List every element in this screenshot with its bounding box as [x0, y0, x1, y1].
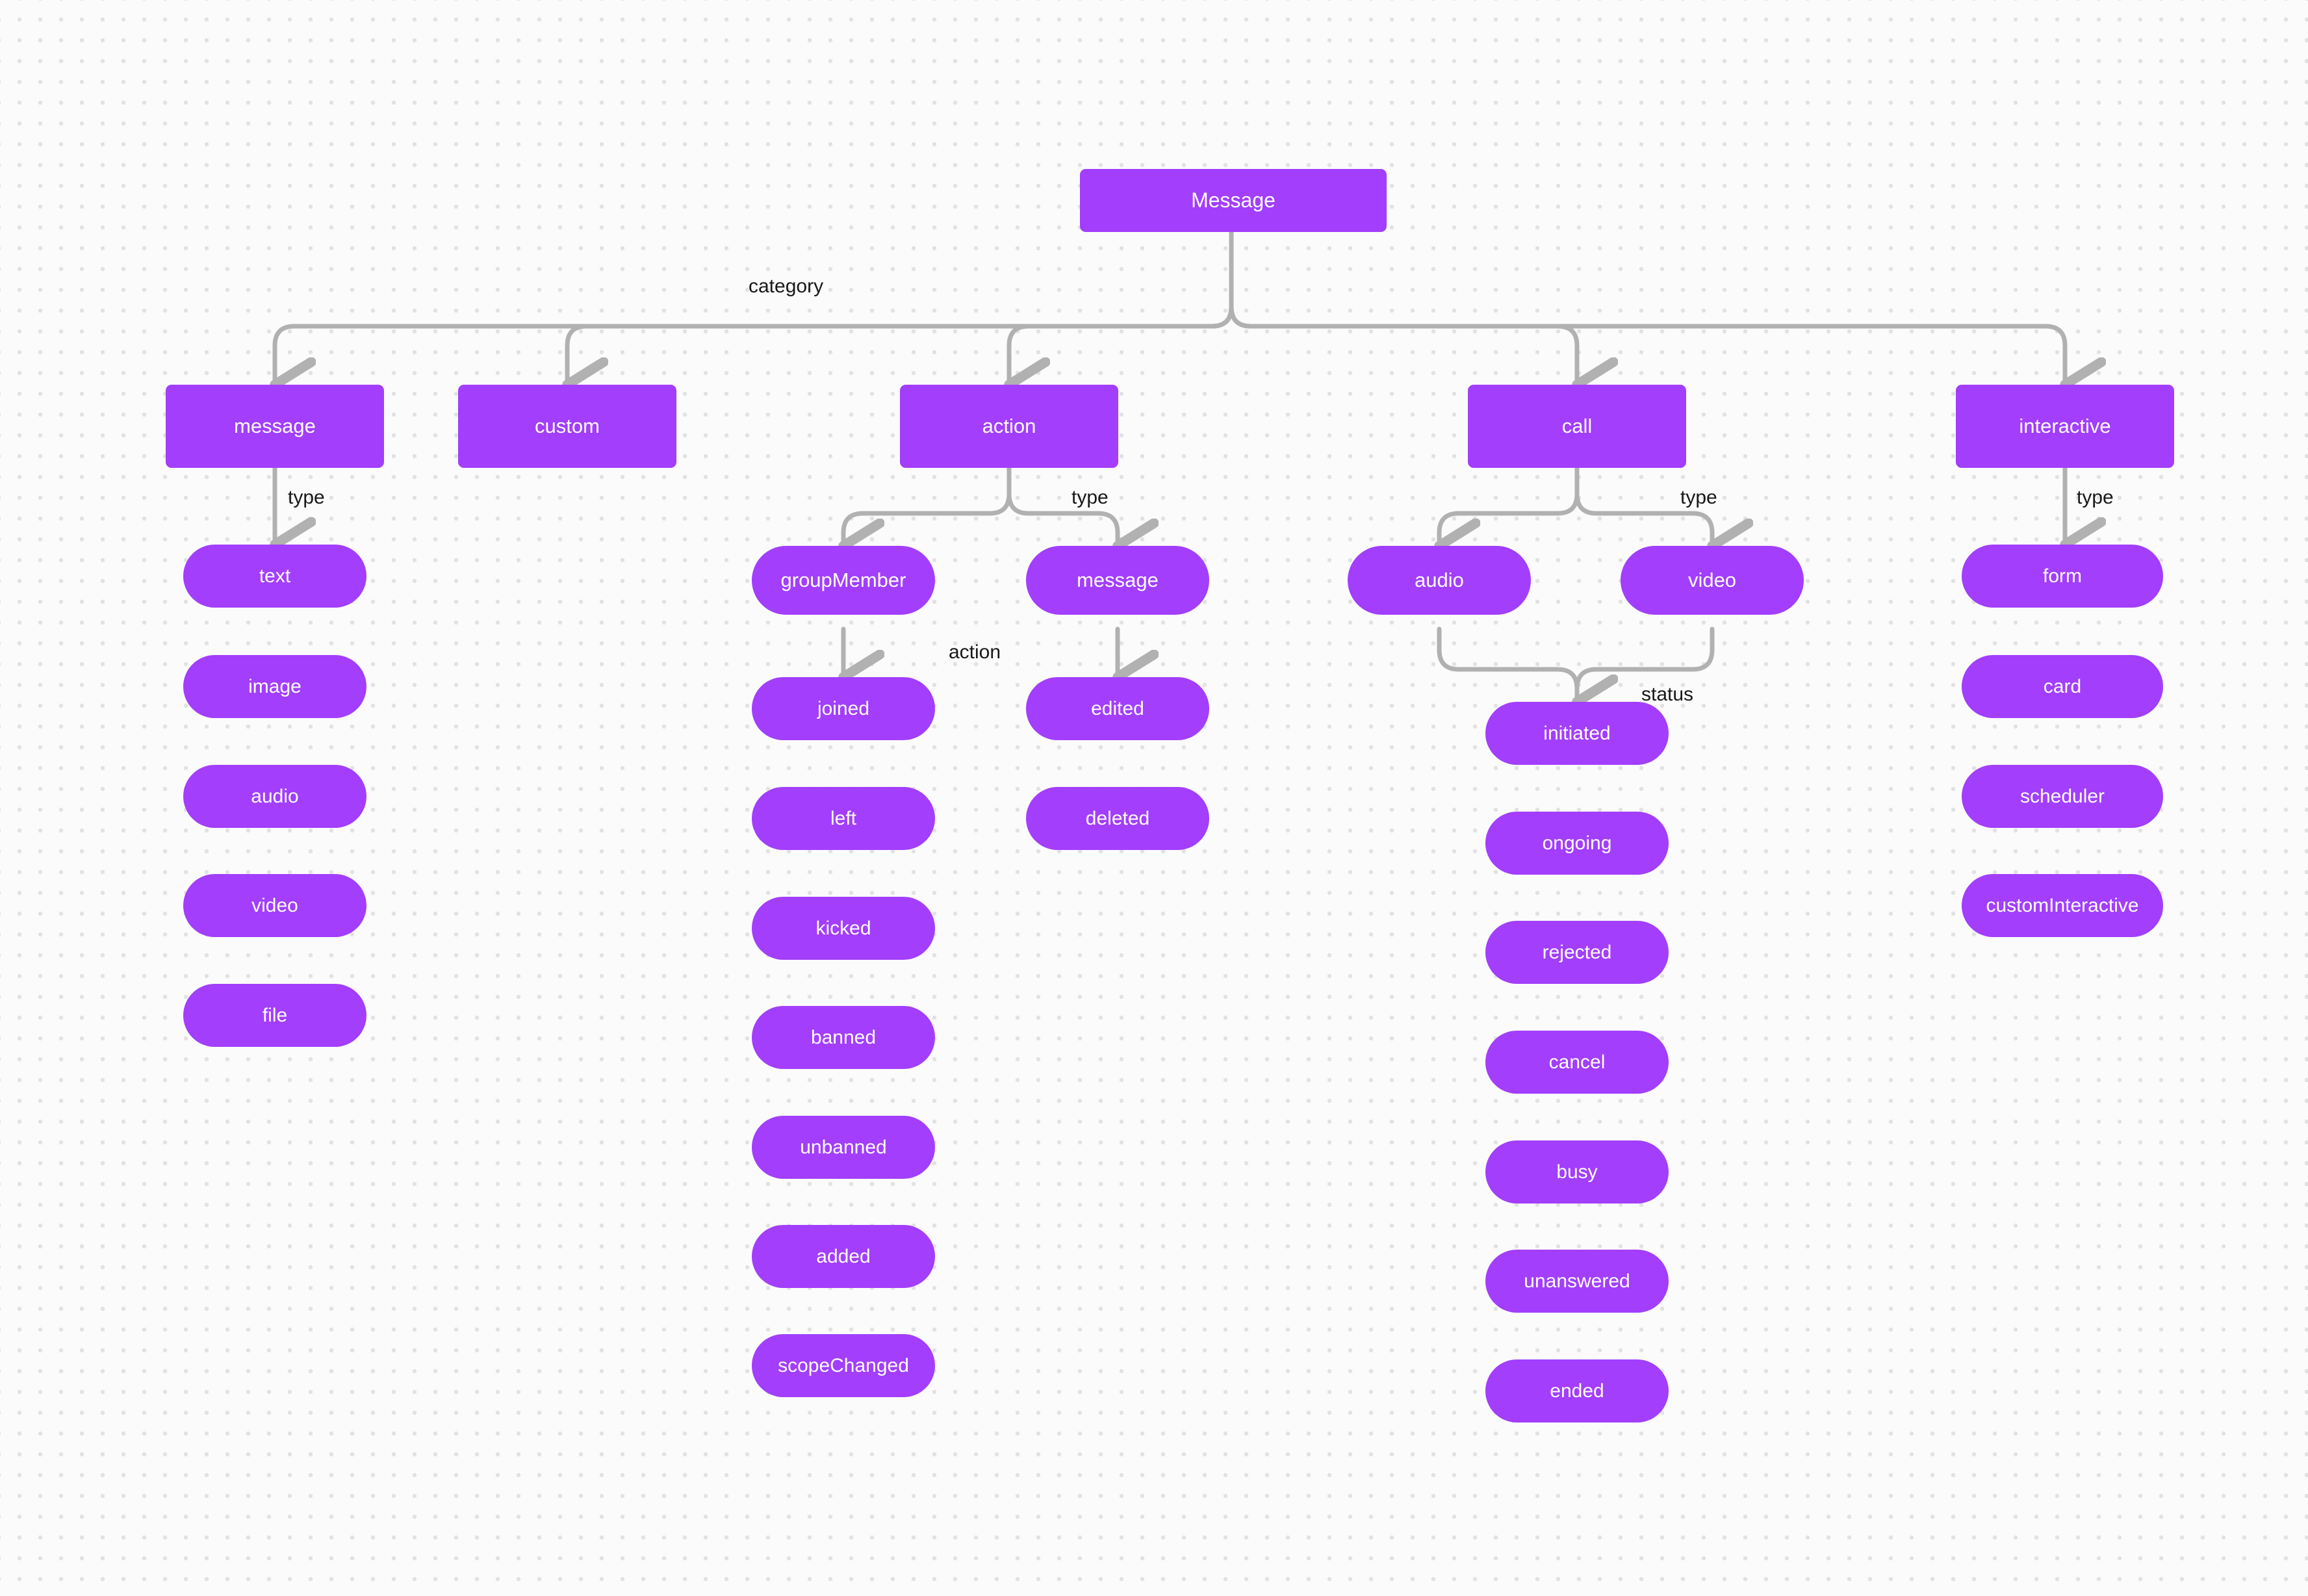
node-groupmember-action-left[interactable]: left [752, 787, 935, 850]
edge-label-type-message: type [288, 487, 325, 508]
edge-call-audio [1439, 465, 1580, 546]
node-call-type-audio[interactable]: audio [1348, 546, 1531, 615]
node-groupmember-action-kicked[interactable]: kicked [752, 897, 935, 960]
node-call-status-cancel[interactable]: cancel [1485, 1031, 1669, 1094]
node-call-status-ended[interactable]: ended [1485, 1359, 1669, 1422]
edge-root-custom [567, 229, 1234, 385]
edge-root-message [275, 229, 1234, 385]
node-message-action-deleted[interactable]: deleted [1026, 787, 1209, 850]
node-groupmember-action-banned[interactable]: banned [752, 1006, 935, 1069]
node-message-type-file[interactable]: file [183, 984, 366, 1047]
edge-root-action [1009, 229, 1234, 385]
node-message-type-audio[interactable]: audio [183, 765, 366, 828]
node-category-message[interactable]: message [166, 385, 384, 468]
node-message-type-image[interactable]: image [183, 655, 366, 718]
edge-label-category: category [749, 276, 824, 297]
node-message-action-edited[interactable]: edited [1026, 677, 1209, 740]
edge-label-type-call: type [1680, 487, 1717, 508]
node-groupmember-action-unbanned[interactable]: unbanned [752, 1116, 935, 1179]
node-call-status-ongoing[interactable]: ongoing [1485, 812, 1669, 875]
edge-audio-initiated [1437, 626, 1577, 702]
node-category-custom[interactable]: custom [458, 385, 676, 468]
node-message-type-text[interactable]: text [183, 545, 366, 608]
edge-action-groupmember [843, 465, 1012, 546]
node-groupmember-action-scopechanged[interactable]: scopeChanged [752, 1334, 935, 1397]
node-action-type-groupmember[interactable]: groupMember [752, 546, 935, 615]
node-groupmember-action-joined[interactable]: joined [752, 677, 935, 740]
edge-label-status: status [1641, 684, 1694, 705]
node-call-status-busy[interactable]: busy [1485, 1140, 1669, 1203]
node-interactive-type-form[interactable]: form [1962, 545, 2163, 608]
node-category-action[interactable]: action [900, 385, 1118, 468]
node-category-call[interactable]: call [1468, 385, 1686, 468]
node-category-interactive[interactable]: interactive [1956, 385, 2174, 468]
edge-label-type-action: type [1071, 487, 1109, 508]
node-action-type-message[interactable]: message [1026, 546, 1209, 615]
node-interactive-type-custominteractive[interactable]: customInteractive [1962, 874, 2163, 937]
node-message-type-video[interactable]: video [183, 874, 366, 937]
node-call-status-unanswered[interactable]: unanswered [1485, 1250, 1669, 1313]
node-call-status-initiated[interactable]: initiated [1485, 702, 1669, 765]
node-interactive-type-card[interactable]: card [1962, 655, 2163, 718]
node-root-message[interactable]: Message [1080, 169, 1387, 232]
node-call-status-rejected[interactable]: rejected [1485, 921, 1669, 984]
edge-root-call [1229, 229, 1577, 385]
node-interactive-type-scheduler[interactable]: scheduler [1962, 765, 2163, 828]
node-groupmember-action-added[interactable]: added [752, 1225, 935, 1288]
edge-root-interactive [1229, 229, 2065, 385]
edge-label-action: action [949, 641, 1001, 663]
edge-label-type-interactive: type [2077, 487, 2114, 508]
node-call-type-video[interactable]: video [1621, 546, 1804, 615]
